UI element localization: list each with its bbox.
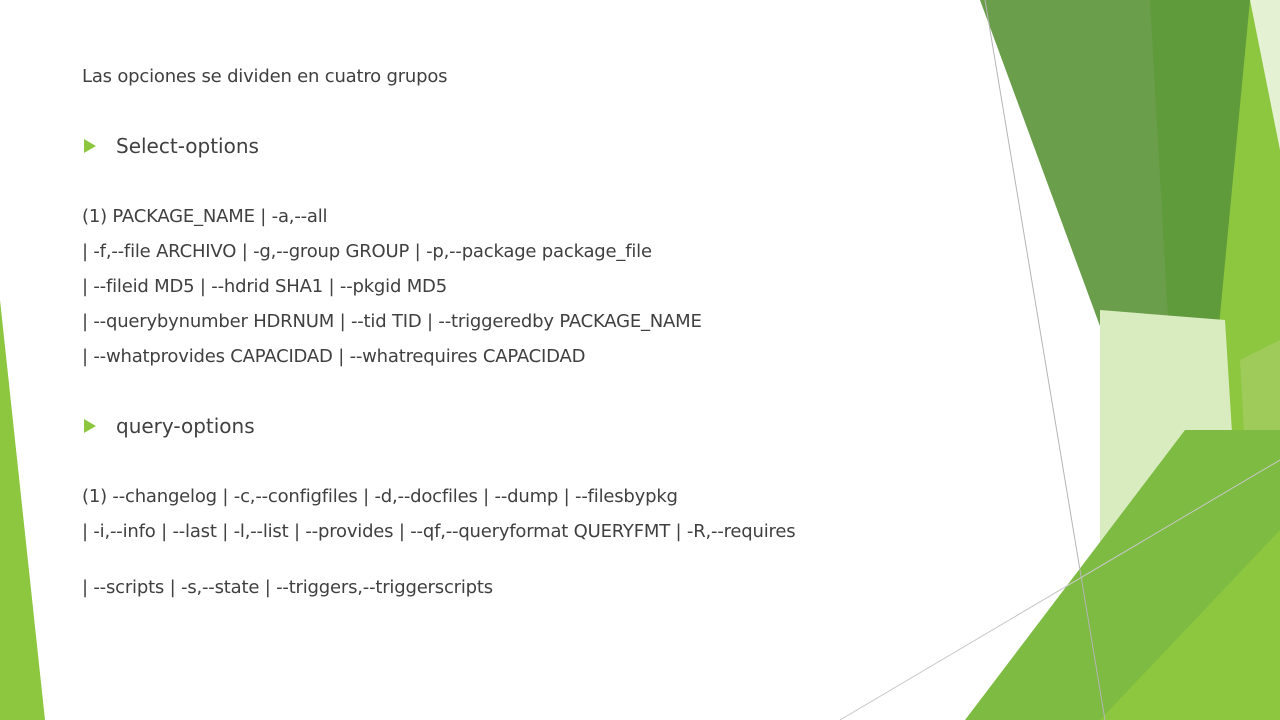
left-accent-shape (0, 300, 45, 720)
intro-text: Las opciones se dividen en cuatro grupos (82, 66, 448, 87)
bullet-select-options: Select-options (82, 135, 259, 157)
bullet-query-options: query-options (82, 415, 255, 437)
select-line-4: | --querybynumber HDRNUM | --tid TID | -… (82, 311, 702, 332)
bottom-triangle-bright (1100, 530, 1280, 720)
query-line-2: | -i,--info | --last | -l,--list | --pro… (82, 521, 796, 542)
select-line-1: (1) PACKAGE_NAME | -a,--all (82, 206, 328, 227)
thin-line-1 (984, 0, 1106, 720)
triangle-bullet-icon (84, 419, 96, 433)
triangle-bullet-icon (84, 139, 96, 153)
bullet-heading: Select-options (116, 134, 259, 158)
select-line-5: | --whatprovides CAPACIDAD | --whatrequi… (82, 346, 586, 367)
query-line-3: | --scripts | -s,--state | --triggers,--… (82, 577, 493, 598)
select-line-2: | -f,--file ARCHIVO | -g,--group GROUP |… (82, 241, 652, 262)
bullet-heading: query-options (116, 414, 255, 438)
select-line-3: | --fileid MD5 | --hdrid SHA1 | --pkgid … (82, 276, 447, 297)
query-line-1: (1) --changelog | -c,--configfiles | -d,… (82, 486, 678, 507)
thin-line-2 (839, 459, 1280, 720)
